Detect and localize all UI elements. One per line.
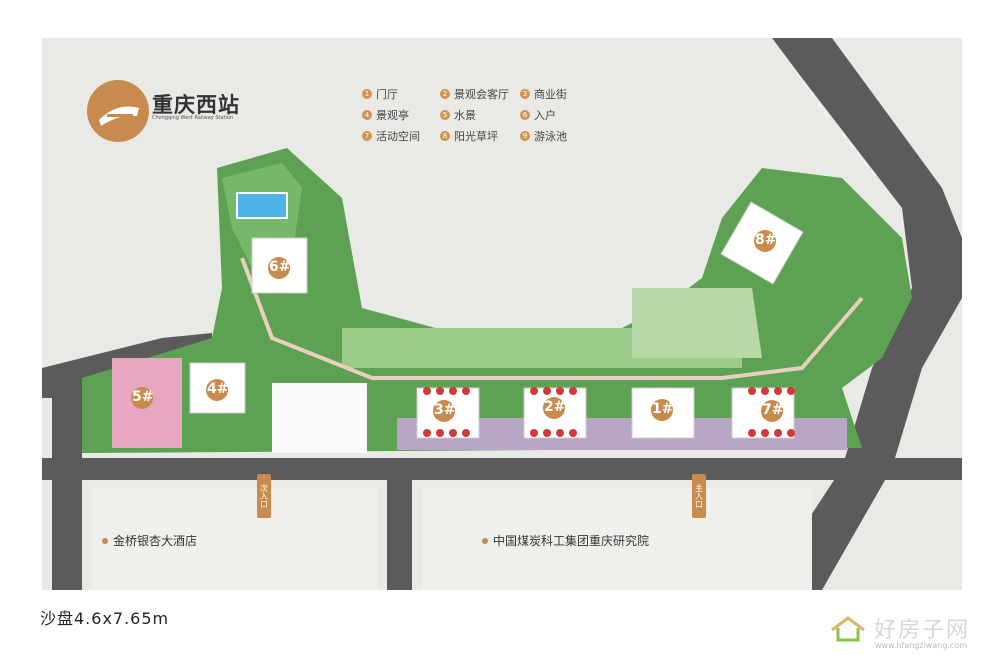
poi-institute: 中国煤炭科工集团重庆研究院 — [482, 532, 649, 549]
building-6-label: 6# — [269, 259, 291, 275]
building-4-label: 4# — [207, 381, 229, 397]
poi-dot-icon — [102, 537, 108, 544]
watermark-url: www.hfangziwang.com — [875, 641, 968, 650]
poi-hotel: 金桥银杏大酒店 — [102, 532, 197, 549]
poi-dot-icon — [482, 537, 488, 544]
watermark: 好房子网 — [828, 612, 970, 644]
building-1-label: 1# — [652, 401, 674, 417]
building-5-label: 5# — [132, 389, 154, 405]
train-logo-icon — [87, 80, 149, 142]
building-2-label: 2# — [544, 399, 566, 415]
building-3-label: 3# — [434, 402, 456, 418]
model-caption: 沙盘4.6x7.65m — [40, 609, 170, 628]
station-subtitle: Chongqing West Railway Station — [152, 115, 234, 121]
house-logo-icon — [831, 616, 865, 642]
sub-entrance-sign: 次入口 — [257, 474, 271, 518]
main-entrance-sign: 主入口 — [692, 474, 706, 518]
building-7-label: 7# — [762, 402, 784, 418]
site-plan-drawing — [42, 38, 962, 590]
building-8-label: 8# — [755, 232, 777, 248]
watermark-text: 好房子网 — [874, 618, 971, 643]
station-title: 重庆西站 — [152, 93, 240, 117]
